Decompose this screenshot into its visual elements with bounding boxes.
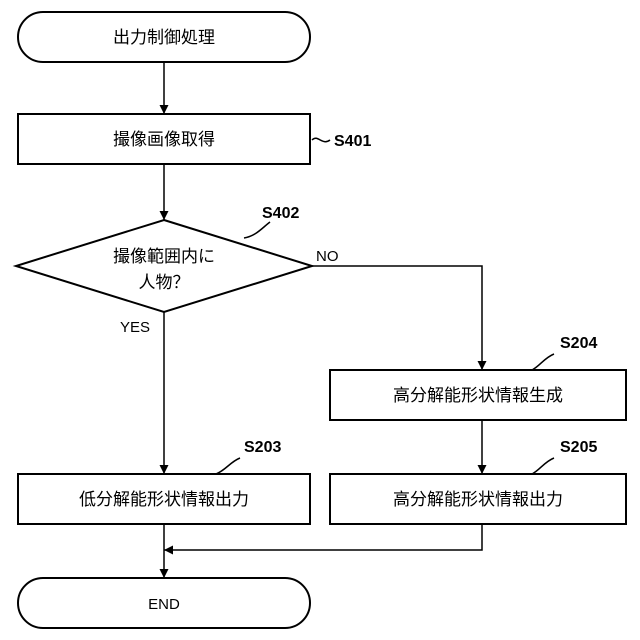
start-terminal: 出力制御処理 [18, 12, 310, 62]
acquire-label: 撮像画像取得 [113, 130, 215, 150]
decision-diamond: 撮像範囲内に 人物？ [16, 220, 312, 312]
end-terminal: END [18, 578, 310, 628]
low-out-label: 低分解能形状情報出力 [79, 490, 249, 510]
high-gen-process: 高分解能形状情報生成 [330, 370, 626, 420]
s205-leader [532, 458, 554, 474]
high-out-process: 高分解能形状情報出力 [330, 474, 626, 524]
decision-line2: 人物？ [139, 273, 190, 293]
high-gen-label: 高分解能形状情報生成 [393, 386, 563, 406]
s401-leader [312, 138, 330, 141]
no-branch-label: NO [316, 248, 339, 265]
s402-label: S402 [262, 205, 299, 222]
s203-label: S203 [244, 439, 281, 456]
arrow-no-branch [312, 266, 482, 370]
low-out-process: 低分解能形状情報出力 [18, 474, 310, 524]
s204-label: S204 [560, 335, 597, 352]
yes-branch-label: YES [120, 319, 150, 336]
decision-line1: 撮像範囲内に [113, 247, 215, 267]
s402-leader [244, 222, 270, 238]
s203-leader [216, 458, 240, 474]
start-label: 出力制御処理 [113, 28, 215, 48]
end-label: END [148, 596, 180, 613]
acquire-process: 撮像画像取得 [18, 114, 310, 164]
s401-label: S401 [334, 133, 371, 150]
s205-label: S205 [560, 439, 597, 456]
high-out-label: 高分解能形状情報出力 [393, 490, 563, 510]
arrow-highout-merge [164, 524, 482, 550]
s204-leader [532, 354, 554, 370]
